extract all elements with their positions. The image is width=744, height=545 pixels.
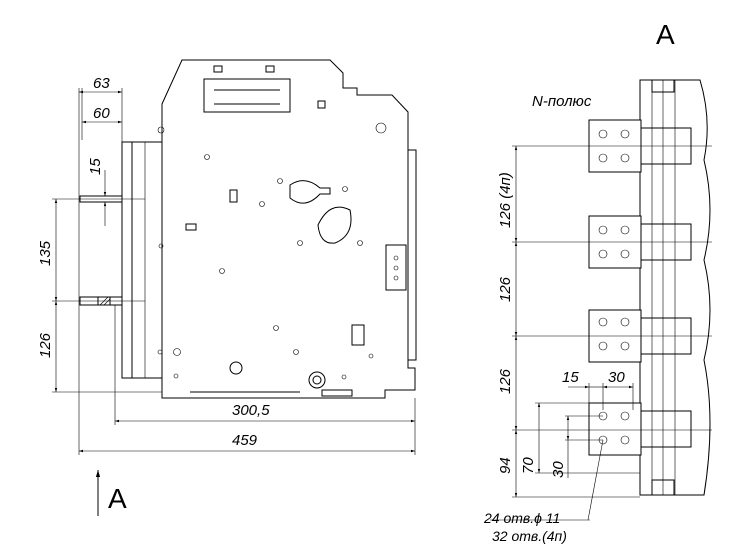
dim-126-4p: 126 (4п)	[497, 172, 514, 228]
note-holes-32: 32 отв.(4п)	[492, 528, 567, 544]
terminal-2	[588, 215, 712, 269]
dim-15-left: 15	[87, 158, 104, 175]
dim-70: 70	[520, 457, 537, 474]
pole-label: N-полюс	[532, 93, 592, 110]
breaker-body-outline	[161, 59, 416, 399]
dim-15-right: 15	[562, 369, 579, 386]
rear-plate	[121, 141, 133, 379]
dim-135: 135	[37, 240, 54, 266]
top-window	[203, 78, 291, 113]
terminal-4	[588, 402, 712, 456]
dim-94: 94	[497, 457, 514, 474]
side-view-dimensions: 63 60 15 135 126 300,5 459	[37, 75, 416, 455]
view-label: A	[656, 19, 675, 50]
dim-126-left: 126	[37, 332, 54, 358]
terminal-3	[588, 309, 712, 363]
terminal-n-pole	[588, 119, 712, 173]
dim-63: 63	[93, 75, 110, 92]
dim-30-top: 30	[608, 369, 625, 386]
side-connector	[385, 244, 407, 291]
dim-300-5: 300,5	[232, 402, 270, 419]
side-rail	[407, 149, 417, 361]
dim-126-b: 126	[497, 368, 514, 394]
housing-outline	[639, 79, 711, 496]
side-view	[121, 59, 417, 399]
view-arrow: A	[95, 470, 127, 516]
dim-126-a: 126	[497, 276, 514, 302]
arrow-label: A	[108, 483, 127, 514]
view-a-dimensions: 126 (4п) 126 126 94 70 30 15 30 24 отв.ϕ…	[483, 145, 640, 544]
dim-30-side: 30	[550, 461, 567, 478]
view-a	[588, 79, 712, 496]
note-holes-24: 24 отв.ϕ 11	[483, 510, 560, 526]
dim-459: 459	[232, 432, 258, 449]
dim-60: 60	[93, 105, 110, 122]
